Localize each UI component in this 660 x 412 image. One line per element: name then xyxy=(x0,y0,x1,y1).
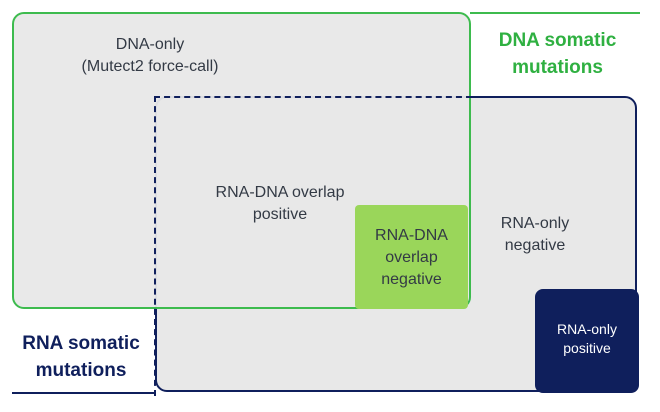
rna-only-positive-region xyxy=(535,289,639,393)
dna-only-label: DNA-only (Mutect2 force-call) xyxy=(81,36,219,75)
overlap-dashed-outline xyxy=(154,96,472,396)
dna-title-rule xyxy=(470,12,640,14)
overlap-negative-region xyxy=(355,205,468,309)
overlap-negative-label: RNA-DNA overlap negative xyxy=(375,227,448,288)
rna-somatic-mutations-title: RNA somatic mutations xyxy=(22,333,140,381)
rna-title-rule xyxy=(12,392,155,394)
rna-only-positive-label: RNA-only positive xyxy=(557,321,617,356)
overlap-positive-label: RNA-DNA overlap positive xyxy=(215,184,345,223)
dna-somatic-mutations-title: DNA somatic mutations xyxy=(498,30,617,78)
rna-only-negative-label: RNA-only negative xyxy=(500,215,570,254)
